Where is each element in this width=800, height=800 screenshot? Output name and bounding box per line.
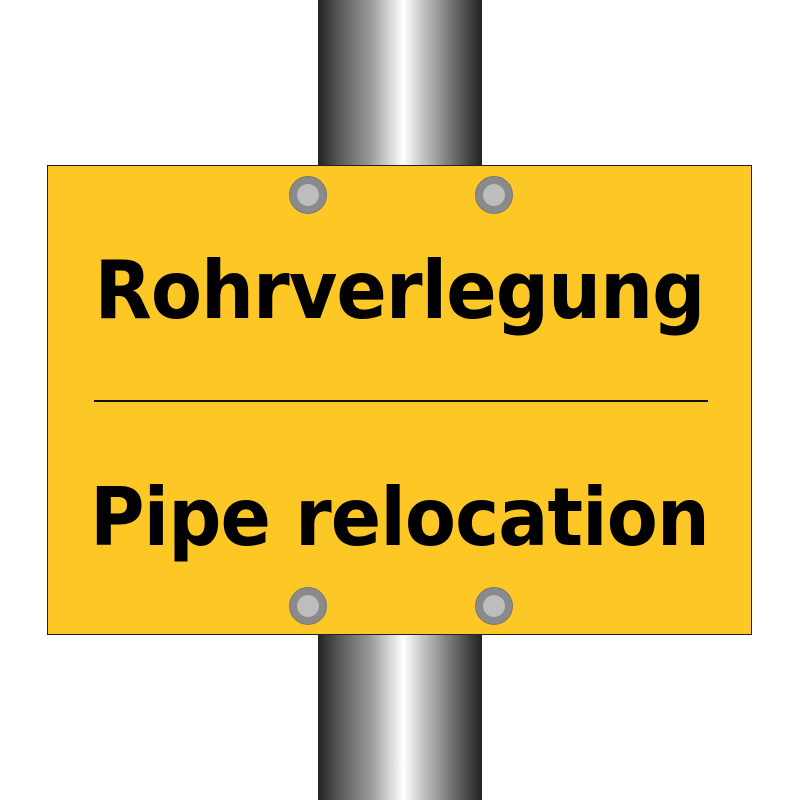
screw-icon xyxy=(475,176,513,214)
screw-icon xyxy=(475,587,513,625)
sign-text-english: Pipe relocation xyxy=(90,471,710,564)
divider-line xyxy=(94,400,708,402)
screw-icon xyxy=(289,176,327,214)
yellow-sign: Rohrverlegung Pipe relocation xyxy=(47,165,752,635)
screw-icon xyxy=(289,587,327,625)
sign-text-german: Rohrverlegung xyxy=(94,244,705,337)
